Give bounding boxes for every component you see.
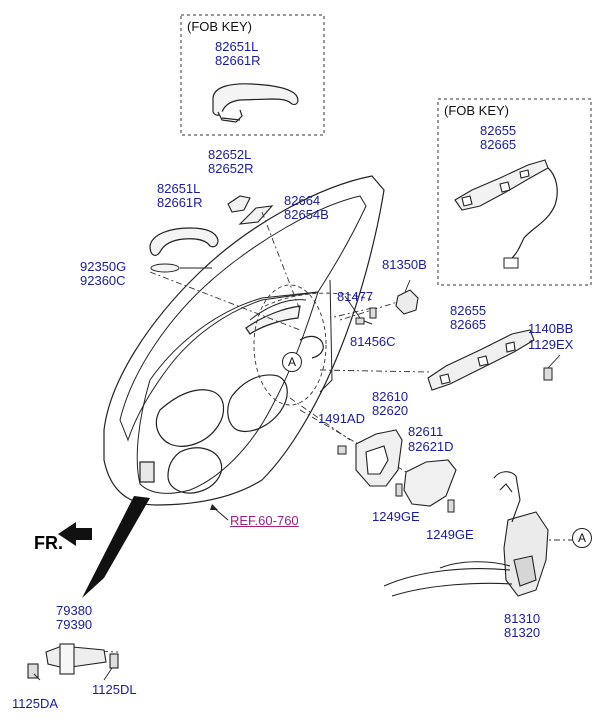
label-bolt-left: 1125DA <box>12 696 59 711</box>
label-grommet: 1491AD <box>318 411 365 426</box>
leader-lines <box>59 211 574 653</box>
checker-drawing <box>27 643 119 679</box>
label-gasket-2: 92360C <box>80 273 126 288</box>
label-latch-2: 81320 <box>504 625 541 640</box>
latch-drawing <box>493 471 549 597</box>
label-inner-cover-1: 82611 <box>408 424 444 439</box>
front-arrow <box>58 522 92 546</box>
fob-connector <box>503 257 519 269</box>
callout-a-door: A <box>282 352 302 372</box>
label-fob-bracket-2: 82665 <box>480 137 517 152</box>
bracket-drawing <box>427 329 535 391</box>
label-screw-b: 1249GE <box>426 527 474 542</box>
pad-drawing <box>238 205 274 225</box>
label-inner-handle-2: 82620 <box>372 403 409 418</box>
label-checker-2: 79390 <box>56 617 93 632</box>
label-outer-handle-r: 82661R <box>157 195 203 210</box>
gasket-drawing <box>150 263 180 273</box>
cable-2 <box>391 582 513 597</box>
label-checker-1: 79380 <box>56 603 93 618</box>
inner-handle-drawing <box>355 429 403 487</box>
inner-cover-drawing <box>403 459 457 507</box>
door-panel-drawing <box>103 175 385 506</box>
outer-handle-drawing <box>149 227 219 256</box>
fob-bracket-right-drawing <box>454 159 549 211</box>
fob-box-right-frame <box>437 98 592 286</box>
label-inner-cover-2: 82621D <box>408 439 454 454</box>
label-screw-a: 1249GE <box>372 509 420 524</box>
cable-3 <box>439 561 511 569</box>
reference-link[interactable]: REF.60-760 <box>230 513 299 528</box>
label-outer-handle-l: 82651L <box>157 181 201 196</box>
detail-ellipse <box>253 284 327 406</box>
ref-arrowhead <box>210 504 218 510</box>
label-pad-2: 82654B <box>284 207 329 222</box>
label-fob-handle-l: 82651L <box>215 39 259 54</box>
label-bracket-2: 82665 <box>450 317 487 332</box>
screw-b-drawing <box>447 499 455 513</box>
label-screw-right-1: 1140BB <box>528 321 574 336</box>
checker-leader-arrow <box>82 496 150 598</box>
label-bolt-upper: 81477 <box>337 289 374 304</box>
label-handle-cover-l: 82652L <box>208 147 252 162</box>
fob-box-right-title: (FOB KEY) <box>444 103 510 118</box>
front-direction-label: FR. <box>34 533 63 553</box>
label-screw-right-2: 1129EX <box>528 337 574 352</box>
label-bracket-1: 82655 <box>450 303 487 318</box>
striker-drawing <box>395 289 419 315</box>
screw-a-drawing <box>395 483 403 497</box>
fob-handle-top-drawing <box>212 83 299 123</box>
label-fob-handle-r: 82661R <box>215 53 261 68</box>
label-clip-upper: 81456C <box>350 334 396 349</box>
label-bolt-right: 1125DL <box>92 682 137 697</box>
grommet-drawing <box>337 445 347 455</box>
label-handle-cover-r: 82652R <box>208 161 254 176</box>
label-striker: 81350B <box>382 257 427 272</box>
label-latch-1: 81310 <box>504 611 541 626</box>
label-inner-handle-1: 82610 <box>372 389 409 404</box>
label-leaders <box>33 267 561 681</box>
fob-cable <box>511 167 558 259</box>
label-gasket-1: 92350G <box>80 259 127 274</box>
cable-1 <box>383 568 511 587</box>
handle-cover-drawing <box>227 195 251 213</box>
label-pad-1: 82664 <box>284 193 321 208</box>
screw-right-drawing <box>543 367 553 381</box>
fob-box-top-title: (FOB KEY) <box>187 19 253 34</box>
callout-a-latch: A <box>572 528 592 548</box>
label-fob-bracket-1: 82655 <box>480 123 517 138</box>
